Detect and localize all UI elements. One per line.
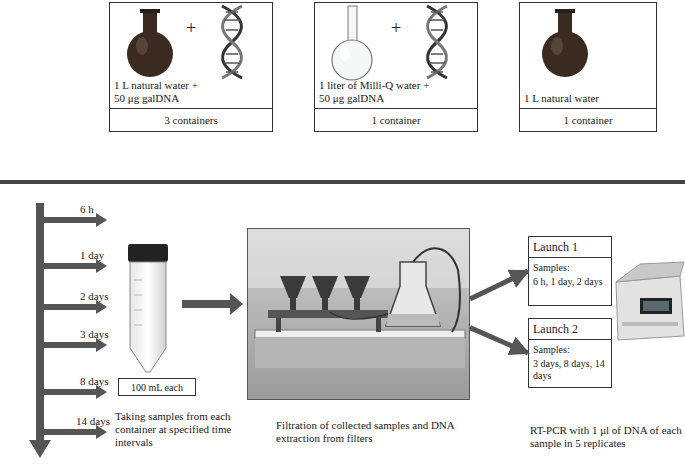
sample-list: Samples: — [529, 261, 611, 275]
milli-q-flask — [332, 6, 372, 80]
time-label: 1 day — [80, 249, 120, 262]
container-description: 1 L natural water — [524, 92, 644, 105]
sample-container-box: 1 L natural water 1 container — [519, 2, 657, 132]
sample-list: 3 days, 8 days, 14 days — [529, 357, 611, 383]
step-caption: Taking samples from each container at sp… — [115, 410, 241, 449]
launch-box: Launch 2 Samples:3 days, 8 days, 14 days — [528, 318, 612, 388]
time-label: 2 days — [80, 290, 120, 303]
launch-title: Launch 1 — [529, 237, 611, 258]
box-divider — [315, 108, 477, 109]
time-label: 8 days — [80, 375, 120, 388]
filtration-photo-frame: Filtration of collected samples and DNA … — [247, 228, 470, 400]
plus-sign: + — [391, 18, 407, 38]
box-divider — [520, 108, 656, 109]
dna-helix — [222, 6, 242, 78]
sample-tube — [128, 244, 168, 372]
time-label: 14 days — [76, 415, 120, 428]
container-description: 1 liter of Milli-Q water + 50 μg galDNA — [319, 79, 431, 105]
sample-list: Samples: — [529, 343, 611, 357]
time-label: 3 days — [80, 328, 120, 341]
box-divider — [110, 108, 272, 109]
container-count: 3 containers — [110, 111, 272, 129]
container-description: 1 L natural water + 50 μg galDNA — [114, 79, 202, 105]
volume-text: 100 mL each — [131, 382, 183, 393]
flow-arrow — [470, 271, 528, 299]
volume-tag: 100 mL each — [118, 378, 196, 396]
natural-water-flask — [542, 9, 588, 77]
step-caption: RT-PCR with 1 μl of DNA of each sample i… — [530, 424, 682, 450]
process-arrow — [182, 293, 243, 315]
flow-arrow — [470, 328, 528, 353]
container-count: 1 container — [315, 111, 477, 129]
container-count: 1 container — [520, 111, 656, 129]
time-label: 6 h — [80, 203, 120, 216]
pcr-machine — [616, 262, 684, 340]
step-caption: Filtration of collected samples and DNA … — [276, 419, 472, 445]
section-divider — [0, 180, 685, 184]
dna-helix — [427, 6, 447, 78]
sample-list: 6 h, 1 day, 2 days — [529, 275, 611, 289]
plus-sign: + — [186, 18, 202, 38]
launch-box: Launch 1 Samples:6 h, 1 day, 2 days — [528, 236, 612, 306]
launch-title: Launch 2 — [529, 319, 611, 340]
filtration-photo — [247, 228, 470, 400]
natural-water-flask — [127, 9, 173, 77]
